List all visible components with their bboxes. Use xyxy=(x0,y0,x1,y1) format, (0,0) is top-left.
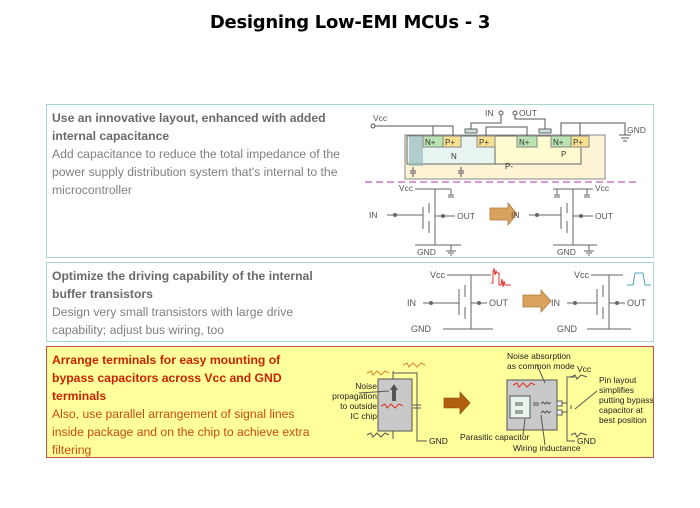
panel-heading: Use an innovative layout, enhanced with … xyxy=(52,111,326,125)
clean-waveform xyxy=(627,272,651,286)
panel-body: Add capacitance to reduce the total impe… xyxy=(52,147,340,161)
right-vcc: Vcc xyxy=(595,183,610,193)
inverter-circuit-left xyxy=(423,274,493,330)
absorption-label: Noise absorption xyxy=(507,351,571,361)
noise-wave xyxy=(366,370,390,376)
left-gnd: GND xyxy=(429,436,448,446)
bypass-capacitor-diagram: Noise propagation to outside IC chip GND xyxy=(332,351,654,453)
right-gnd: GND xyxy=(577,436,596,446)
noise-label: to outside xyxy=(340,401,377,411)
right-gnd: GND xyxy=(557,324,578,334)
noise-label: propagation xyxy=(332,391,377,401)
right-out: OUT xyxy=(595,211,613,221)
right-in: IN xyxy=(551,298,560,308)
right-vcc: Vcc xyxy=(574,270,590,280)
panel-body: Design very small transistors with large… xyxy=(52,305,294,319)
panel-internal-capacitance: Use an innovative layout, enhanced with … xyxy=(46,104,654,258)
label-n-well: N xyxy=(451,152,457,161)
panel-heading: bypass capacitors across Vcc and GND xyxy=(52,371,282,385)
panel-bypass-capacitors: Arrange terminals for easy mounting of b… xyxy=(46,346,654,458)
panel-driving-capability: Optimize the driving capability of the i… xyxy=(46,262,654,342)
label-out: OUT xyxy=(519,108,537,118)
panel-heading: terminals xyxy=(52,389,107,403)
right-vcc: Vcc xyxy=(577,364,592,374)
noise-wave xyxy=(570,432,588,438)
noise-up-arrow-icon xyxy=(392,389,396,401)
noise-wave xyxy=(366,432,390,438)
arrow-right-icon xyxy=(522,288,552,314)
label-vcc: Vcc xyxy=(373,113,388,123)
pin-layout-label: best position xyxy=(599,415,647,425)
label-p-plus: P+ xyxy=(445,138,455,147)
left-in: IN xyxy=(369,210,378,220)
absorption-label: as common mode xyxy=(507,361,575,371)
gate xyxy=(464,128,478,134)
right-gnd: GND xyxy=(557,247,576,257)
panel-text: Optimize the driving capability of the i… xyxy=(52,267,313,339)
panel-text: Arrange terminals for easy mounting of b… xyxy=(52,351,309,459)
panel-text: Use an innovative layout, enhanced with … xyxy=(52,109,340,199)
inverter-circuit-right xyxy=(529,188,597,256)
parasitic-capacitor-label: Parasitic capacitor xyxy=(460,432,530,442)
left-vcc: Vcc xyxy=(430,270,446,280)
label-p-well: P xyxy=(561,150,566,159)
left-gnd: GND xyxy=(417,247,436,257)
noisy-waveform xyxy=(491,267,511,288)
left-out: OUT xyxy=(457,211,475,221)
label-in: IN xyxy=(485,108,494,118)
noise-label: Noise xyxy=(355,381,377,391)
label-gnd: GND xyxy=(627,125,646,135)
panel-body: Also, use parallel arrangement of signal… xyxy=(52,407,295,421)
inverter-circuit-right xyxy=(567,274,631,330)
pin-layout-label: capacitor at xyxy=(599,405,644,415)
buffer-transistor-diagram: Vcc IN OUT GND Vcc IN OUT GND xyxy=(407,267,651,334)
panel-body: capability; adjust bus wiring, too xyxy=(52,323,225,337)
inverter-circuit-left xyxy=(387,188,461,256)
panel-heading: Arrange terminals for easy mounting of xyxy=(52,353,281,367)
die xyxy=(509,395,531,419)
arrow-right-icon xyxy=(443,391,471,415)
right-out: OUT xyxy=(627,298,647,308)
label-n-plus: N+ xyxy=(519,138,530,147)
arrow-right-icon xyxy=(489,201,518,227)
panel-body: filtering xyxy=(52,443,92,457)
left-in: IN xyxy=(407,298,416,308)
noise-wave xyxy=(512,382,536,388)
noise-label: IC chip xyxy=(351,411,378,421)
cmos-cross-section-diagram: N+ P+ P+ N+ N+ P+ N P P- Vcc IN OUT GND xyxy=(365,108,646,257)
label-n-plus: N+ xyxy=(553,138,564,147)
panel-heading: buffer transistors xyxy=(52,287,153,301)
noise-wave xyxy=(402,362,426,368)
page-title: Designing Low-EMI MCUs - 3 xyxy=(209,12,491,33)
label-p-plus: P+ xyxy=(573,138,583,147)
noise-wave xyxy=(380,403,404,409)
left-gnd: GND xyxy=(411,324,432,334)
wiring-inductance-label: Wiring inductance xyxy=(513,443,581,453)
panel-heading: Optimize the driving capability of the i… xyxy=(52,269,313,283)
left-vcc: Vcc xyxy=(399,183,414,193)
region-p-plus xyxy=(442,135,462,148)
panel-body: power supply distribution system that's … xyxy=(52,165,338,179)
panel-body: inside package and on the chip to achiev… xyxy=(52,425,310,439)
label-p-plus: P+ xyxy=(479,138,489,147)
panel-body: microcontroller xyxy=(52,183,132,197)
left-out: OUT xyxy=(489,298,509,308)
label-n-plus: N+ xyxy=(425,138,436,147)
pin-layout-label: Pin layout xyxy=(599,375,637,385)
gate xyxy=(538,128,552,134)
pin-layout-label: simplifies xyxy=(599,385,634,395)
noise-wave xyxy=(570,374,588,380)
right-in: IN xyxy=(511,210,520,220)
panel-heading: internal capacitance xyxy=(52,129,170,143)
label-substrate: P- xyxy=(505,162,513,171)
pin-layout-label: putting bypass xyxy=(599,395,654,405)
hatched-capacitance xyxy=(409,136,423,166)
